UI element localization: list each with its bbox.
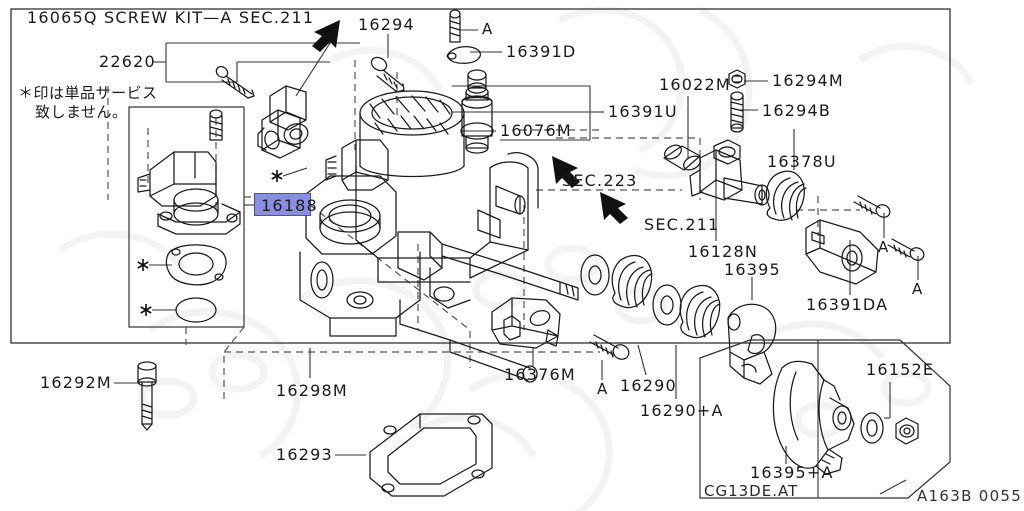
- part-label-16293[interactable]: 16293: [276, 445, 333, 464]
- part-16292M-bolt: [137, 361, 157, 431]
- callout-letter-a-bottom: A: [597, 380, 608, 398]
- sec211-arrow-top: [312, 20, 340, 52]
- screw-a-right-1: [853, 195, 891, 218]
- part-16293-gasket: [369, 413, 493, 497]
- part-16391U-injector: [461, 69, 493, 154]
- leader-box-22620: [152, 42, 360, 97]
- part-label-16391DA[interactable]: 16391DA: [806, 295, 889, 314]
- drawing-number: A163B 0055: [917, 487, 1023, 505]
- part-16290-spring: [611, 254, 653, 309]
- part-outlines: [137, 9, 951, 499]
- part-washer-1: [580, 254, 610, 296]
- part-label-16076M[interactable]: 16076M: [500, 121, 572, 140]
- part-label-16294M[interactable]: 16294M: [772, 71, 844, 90]
- part-label-16152E[interactable]: 16152E: [866, 360, 935, 379]
- part-label-16395[interactable]: 16395: [724, 260, 781, 279]
- part-16128N-lever: [689, 139, 770, 206]
- part-label-16188: 16188: [261, 196, 318, 215]
- part-label-16128N[interactable]: 16128N: [688, 242, 759, 261]
- label-leader-lines: [114, 29, 919, 495]
- part-16376M-bracket: [491, 297, 561, 349]
- part-label-16290-plus-a[interactable]: 16290+A: [640, 401, 724, 420]
- note-jp-line-2: 致しません。: [35, 103, 128, 121]
- part-label-16391U[interactable]: 16391U: [608, 102, 678, 121]
- part-16076M-oring: [460, 122, 494, 140]
- part-label-16292M[interactable]: 16292M: [40, 373, 112, 392]
- part-throttle-body: [299, 90, 579, 383]
- screw-22620: [215, 65, 255, 99]
- part-oring-star: [175, 297, 217, 323]
- part-16395-cap: [727, 303, 777, 385]
- part-label-16290[interactable]: 16290: [620, 376, 677, 395]
- cg13de-region-frame: [699, 339, 951, 499]
- screw-a-top: [449, 9, 461, 43]
- callout-letter-a-top: A: [482, 20, 493, 38]
- sec223-arrow: [552, 156, 580, 188]
- screw-a-right-2: [887, 238, 925, 261]
- part-label-16294[interactable]: 16294: [358, 15, 415, 34]
- ast-gasket-icon: [137, 259, 149, 271]
- note-jp-line-1: ＊印は単品サービス: [18, 84, 158, 102]
- ast-throttle-icon: [271, 170, 283, 182]
- part-16290A-spring: [679, 284, 721, 339]
- diagram-title: 16065Q SCREW KIT—A SEC.211: [27, 8, 315, 27]
- part-label-16298M[interactable]: 16298M: [276, 381, 348, 400]
- part-label-16376M[interactable]: 16376M: [504, 365, 576, 384]
- screw-16294: [370, 56, 405, 93]
- callout-letter-a-right-2: A: [912, 280, 923, 298]
- ast-oring-icon: [140, 304, 152, 316]
- section-ref-sec223[interactable]: SEC.223: [562, 171, 638, 190]
- part-16188-sensor: [137, 151, 241, 235]
- highlight-16188[interactable]: 16188: [254, 193, 317, 216]
- part-label-16391D[interactable]: 16391D: [506, 42, 577, 61]
- part-16378U-spring: [765, 170, 807, 221]
- part-label-16378U[interactable]: 16378U: [767, 152, 837, 171]
- part-16152E-nut: [895, 417, 919, 445]
- screw-a-bottom: [589, 334, 630, 360]
- part-label-22620[interactable]: 22620: [99, 52, 156, 71]
- part-16294M-nut: [728, 69, 746, 89]
- part-16391D-clip: [446, 46, 481, 64]
- sec211-arrow-mid: [600, 192, 628, 224]
- screw-16188: [209, 109, 223, 141]
- part-16152E-washer: [860, 412, 884, 444]
- part-16391DA-bracket: [805, 219, 879, 285]
- engine-code: CG13DE.AT: [704, 482, 799, 500]
- part-label-16294B[interactable]: 16294B: [762, 101, 832, 120]
- main-frame: [10, 8, 951, 344]
- part-22620-sensor: [257, 85, 309, 159]
- part-16294B-stud: [730, 91, 744, 133]
- part-label-16022M[interactable]: 16022M: [659, 75, 731, 94]
- part-16395A-lever: [772, 360, 855, 475]
- part-label-16395-plus-a[interactable]: 16395+A: [750, 463, 834, 482]
- callout-letter-a-right-1: A: [878, 238, 889, 256]
- section-ref-sec211[interactable]: SEC.211: [644, 215, 720, 234]
- part-washer-2: [652, 284, 682, 326]
- part-gasket-star: [165, 244, 227, 286]
- asterisk-markers: [137, 170, 283, 316]
